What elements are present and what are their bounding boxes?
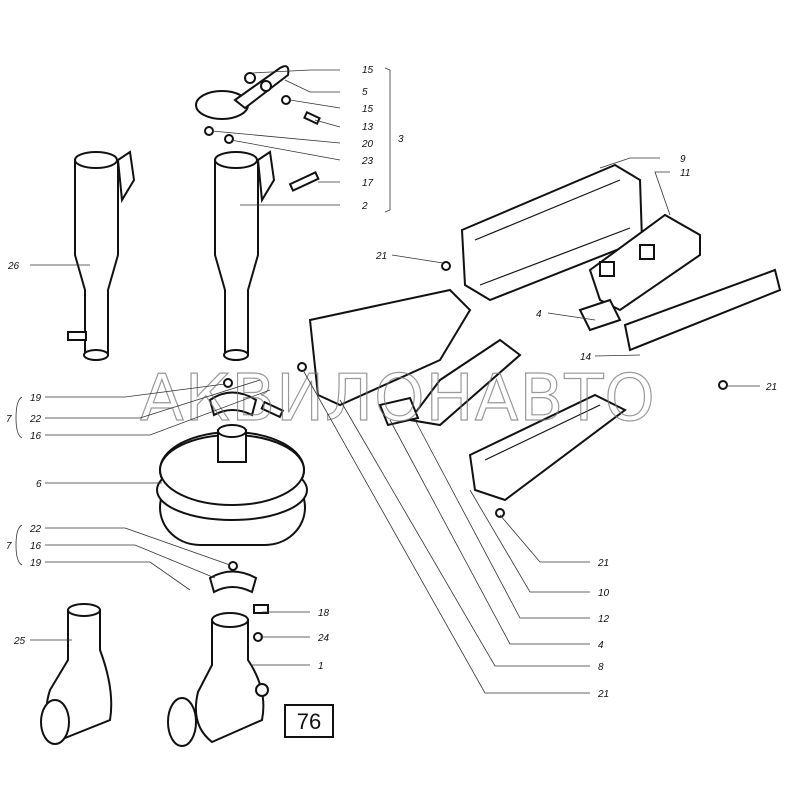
callout-16: 16 xyxy=(30,541,42,552)
callout-24: 24 xyxy=(317,633,330,644)
callout-19: 19 xyxy=(30,558,42,569)
callout-8: 8 xyxy=(598,662,604,673)
callout-14: 14 xyxy=(580,352,592,363)
callout-2: 2 xyxy=(361,201,368,212)
callout-9: 9 xyxy=(680,154,686,165)
callout-23: 23 xyxy=(361,156,374,167)
watermark: АКВИЛОНАВТО xyxy=(140,362,656,436)
callout-4: 4 xyxy=(536,309,542,320)
callout-21: 21 xyxy=(597,558,609,569)
intake-pipe-2 xyxy=(214,150,276,361)
callout-7: 7 xyxy=(6,541,12,552)
page-number: 76 xyxy=(297,709,321,734)
callout-13: 13 xyxy=(362,122,374,133)
elbow-1 xyxy=(167,604,269,747)
callout-20: 20 xyxy=(361,139,374,150)
air-cleaner-6 xyxy=(156,378,308,594)
callout-18: 18 xyxy=(318,608,330,619)
callout-15: 15 xyxy=(362,104,374,115)
exhaust-manifold-assembly xyxy=(297,163,782,518)
callout-labels: 15 5 15 13 20 23 3 17 2 9 11 26 21 4 14 … xyxy=(6,65,777,700)
callout-4: 4 xyxy=(598,640,604,651)
callout-7: 7 xyxy=(6,414,12,425)
rain-cap-assembly xyxy=(195,65,321,192)
callout-5: 5 xyxy=(362,87,368,98)
elbow-25 xyxy=(40,603,113,745)
intake-pipe-26 xyxy=(67,150,136,361)
callout-21: 21 xyxy=(765,382,777,393)
callout-3: 3 xyxy=(398,134,404,145)
callout-21: 21 xyxy=(597,689,609,700)
callout-26: 26 xyxy=(7,261,20,272)
callout-11: 11 xyxy=(680,168,690,179)
callout-1: 1 xyxy=(318,661,324,672)
page-number-box: 76 xyxy=(284,704,334,738)
callout-15: 15 xyxy=(362,65,374,76)
callout-22: 22 xyxy=(29,414,42,425)
callout-17: 17 xyxy=(362,178,374,189)
callout-12: 12 xyxy=(598,614,610,625)
callout-19: 19 xyxy=(30,393,42,404)
callout-25: 25 xyxy=(13,636,26,647)
callout-16: 16 xyxy=(30,431,42,442)
leader-lines xyxy=(15,67,760,694)
callout-21: 21 xyxy=(375,251,387,262)
callout-6: 6 xyxy=(36,479,42,490)
callout-10: 10 xyxy=(598,588,610,599)
callout-22: 22 xyxy=(29,524,42,535)
